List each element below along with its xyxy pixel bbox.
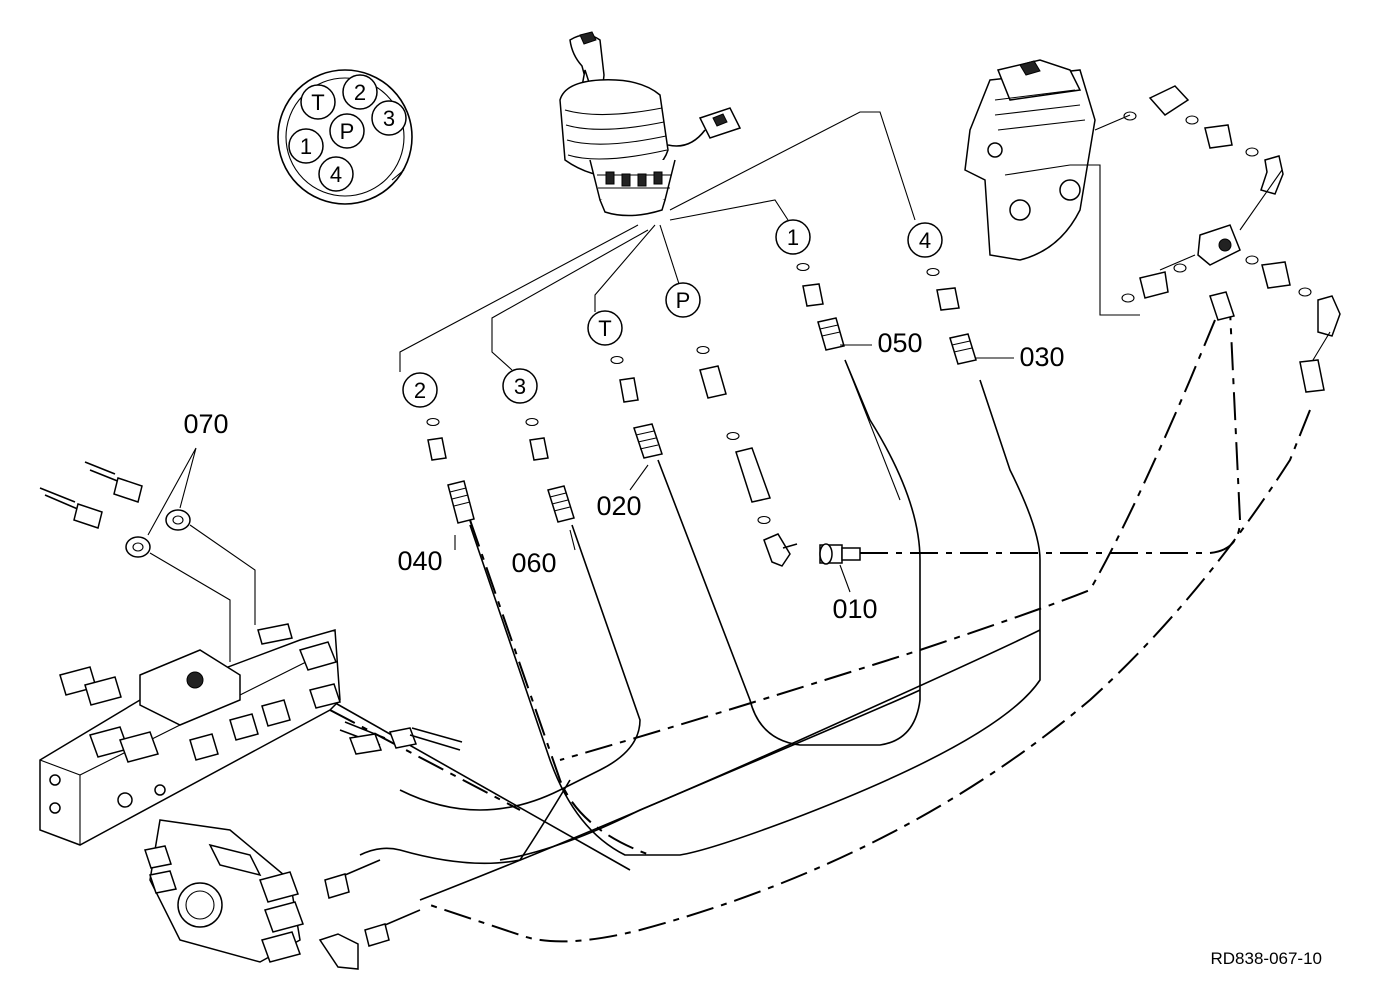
joystick-pilot-valve xyxy=(559,31,742,217)
port-3-label: 3 xyxy=(383,106,395,131)
left-valve-block xyxy=(39,623,463,846)
auxiliary-control-valve xyxy=(964,59,1140,316)
port-circle-3: 3 xyxy=(371,100,407,136)
callout-2-label: 2 xyxy=(414,378,426,403)
port-circle-t: T xyxy=(300,84,336,120)
label-020: 020 xyxy=(596,491,641,521)
port-t-label: T xyxy=(311,90,324,115)
port-2-label: 2 xyxy=(354,80,366,105)
fitting-010 xyxy=(819,543,861,565)
port-p-label: P xyxy=(340,119,355,144)
part-labels: 040 060 020 050 030 010 070 xyxy=(183,328,1064,624)
port-callout-4: 4 xyxy=(907,222,977,365)
port-circle-2: 2 xyxy=(342,74,378,110)
port-1-label: 1 xyxy=(300,134,312,159)
lower-loader-valve xyxy=(144,819,421,970)
port-callout-3: 3 xyxy=(502,368,575,523)
label-050: 050 xyxy=(877,328,922,358)
port-4-label: 4 xyxy=(330,162,342,187)
port-callout-2: 2 xyxy=(402,372,475,524)
port-circle-1: 1 xyxy=(288,128,324,164)
port-layout-view: T 2 1 P 3 4 xyxy=(277,69,413,205)
port-leader-lines xyxy=(399,111,916,372)
port-callout-1: 1 xyxy=(775,219,845,351)
label-060: 060 xyxy=(511,548,556,578)
label-040: 040 xyxy=(397,546,442,576)
callout-3-label: 3 xyxy=(514,374,526,399)
right-fitting-chain xyxy=(1121,85,1341,393)
port-circle-4: 4 xyxy=(318,156,354,192)
label-010: 010 xyxy=(832,594,877,624)
port-callout-p: P xyxy=(665,282,798,567)
hose-040-line xyxy=(469,379,1041,856)
callout-1-label: 1 xyxy=(787,225,799,250)
drawing-reference-code: RD838-067-10 xyxy=(1210,949,1322,968)
port-circle-p: P xyxy=(329,113,365,149)
label-070: 070 xyxy=(183,409,228,439)
callout-4-label: 4 xyxy=(919,228,931,253)
fitting-070-group xyxy=(39,447,256,662)
callout-t-label: T xyxy=(598,316,611,341)
hose-020-line xyxy=(657,359,921,746)
hose-routes xyxy=(329,309,1311,943)
hose-060-line xyxy=(399,524,641,811)
callout-p-label: P xyxy=(676,288,691,313)
port-callout-t: T xyxy=(587,310,663,459)
label-030: 030 xyxy=(1019,342,1064,372)
